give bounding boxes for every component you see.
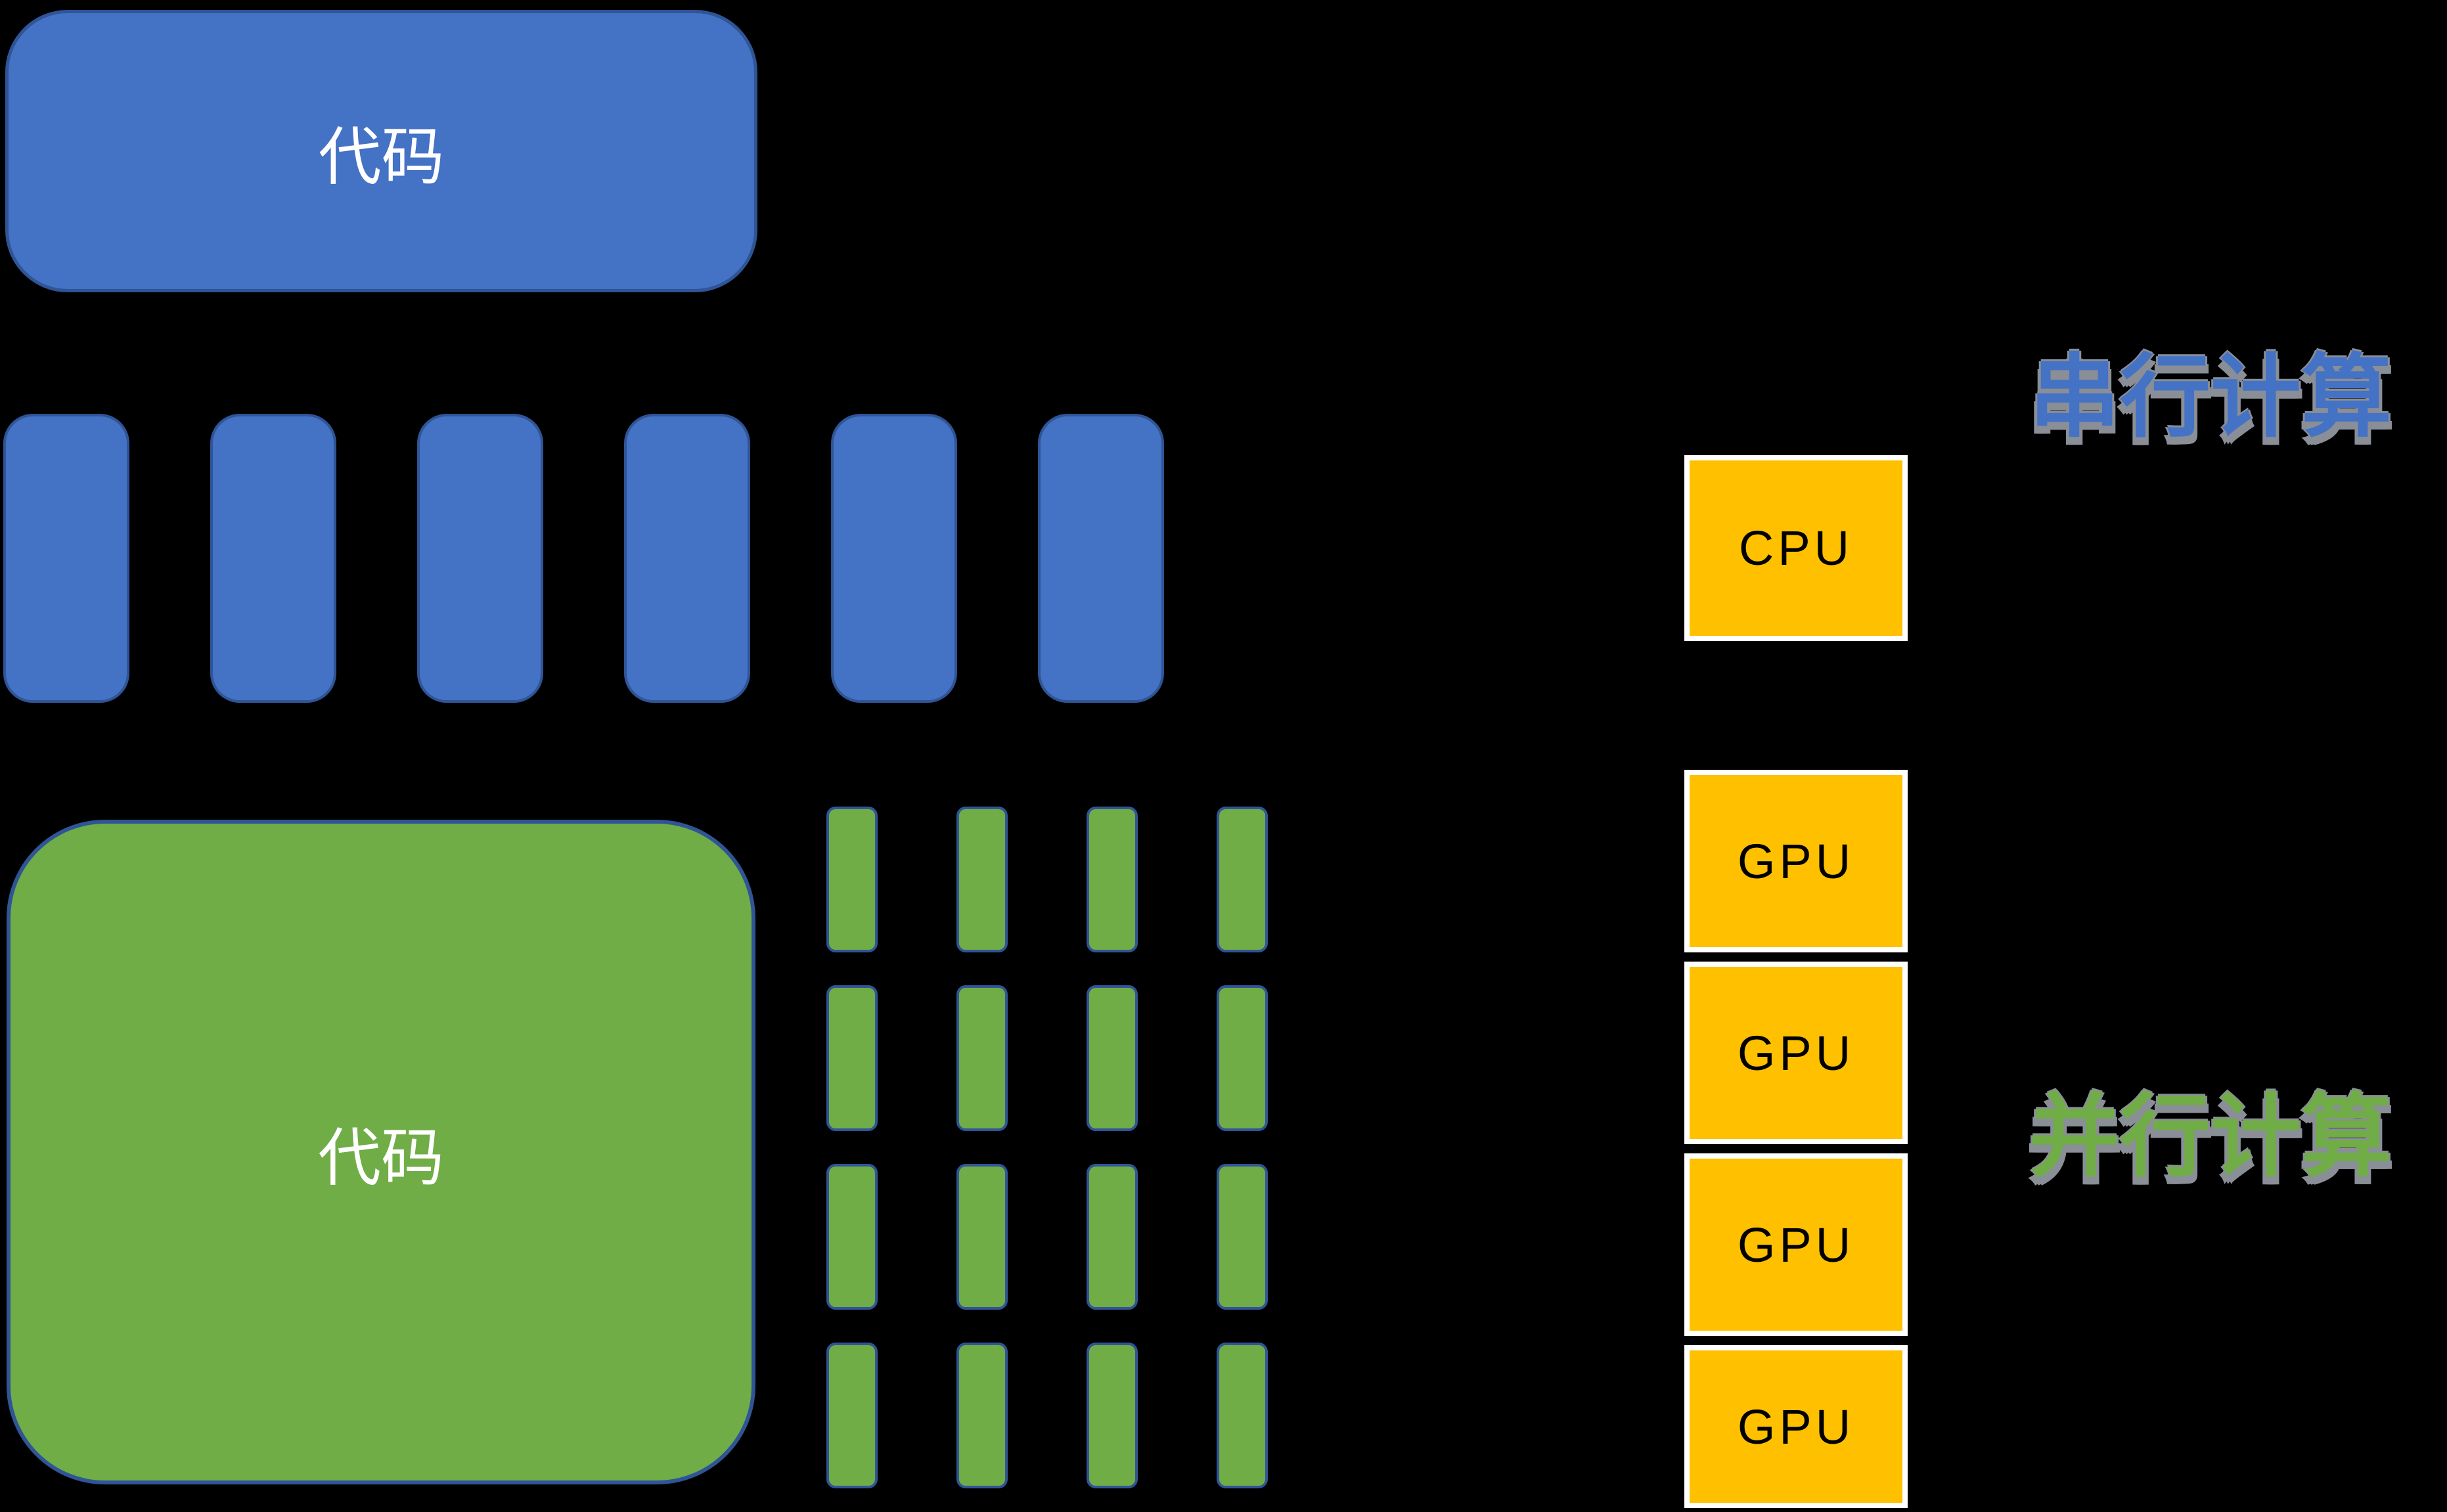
serial-task-bar (1038, 414, 1164, 703)
parallel-task-cell (956, 985, 1008, 1131)
serial-task-bar (624, 414, 750, 703)
parallel-task-cell (1087, 1343, 1138, 1488)
parallel-task-cell (1087, 1164, 1138, 1310)
gpu-box: GPU (1684, 962, 1908, 1144)
gpu-label: GPU (1737, 834, 1855, 889)
serial-code-label: 代码 (318, 120, 445, 194)
parallel-task-cell (1087, 985, 1138, 1131)
serial-task-bar (831, 414, 957, 703)
serial-code-block: 代码 (5, 10, 757, 292)
parallel-task-cell (956, 1343, 1008, 1488)
gpu-label: GPU (1737, 1217, 1855, 1272)
parallel-task-cell (1217, 985, 1268, 1131)
gpu-box: GPU (1684, 1153, 1908, 1336)
parallel-code-label: 代码 (318, 1121, 444, 1195)
parallel-task-cell (826, 985, 878, 1131)
serial-task-bar (417, 414, 543, 703)
serial-task-bars (3, 414, 1164, 703)
parallel-task-cell (956, 807, 1008, 952)
serial-task-bar (3, 414, 129, 703)
parallel-task-cell (826, 1343, 878, 1488)
parallel-task-cell (1087, 807, 1138, 952)
parallel-task-cell (826, 807, 878, 952)
serial-task-bar (210, 414, 336, 703)
cpu-box: CPU (1684, 455, 1908, 641)
parallel-task-cell (1217, 1164, 1268, 1310)
parallel-computing-heading: 并行计算 (2029, 1086, 2392, 1188)
gpu-box: GPU (1684, 1345, 1908, 1508)
cpu-label: CPU (1738, 521, 1854, 575)
gpu-box: GPU (1684, 770, 1908, 952)
gpu-label: GPU (1737, 1399, 1855, 1454)
parallel-task-cell (1217, 807, 1268, 952)
serial-computing-heading: 串行计算 (2029, 347, 2392, 448)
parallel-task-grid (826, 807, 1268, 1488)
gpu-column: GPU GPU GPU GPU (1684, 770, 1908, 1508)
parallel-task-cell (956, 1164, 1008, 1310)
parallel-task-cell (1217, 1343, 1268, 1488)
parallel-task-cell (826, 1164, 878, 1310)
gpu-label: GPU (1737, 1025, 1855, 1080)
parallel-code-block: 代码 (7, 820, 755, 1484)
